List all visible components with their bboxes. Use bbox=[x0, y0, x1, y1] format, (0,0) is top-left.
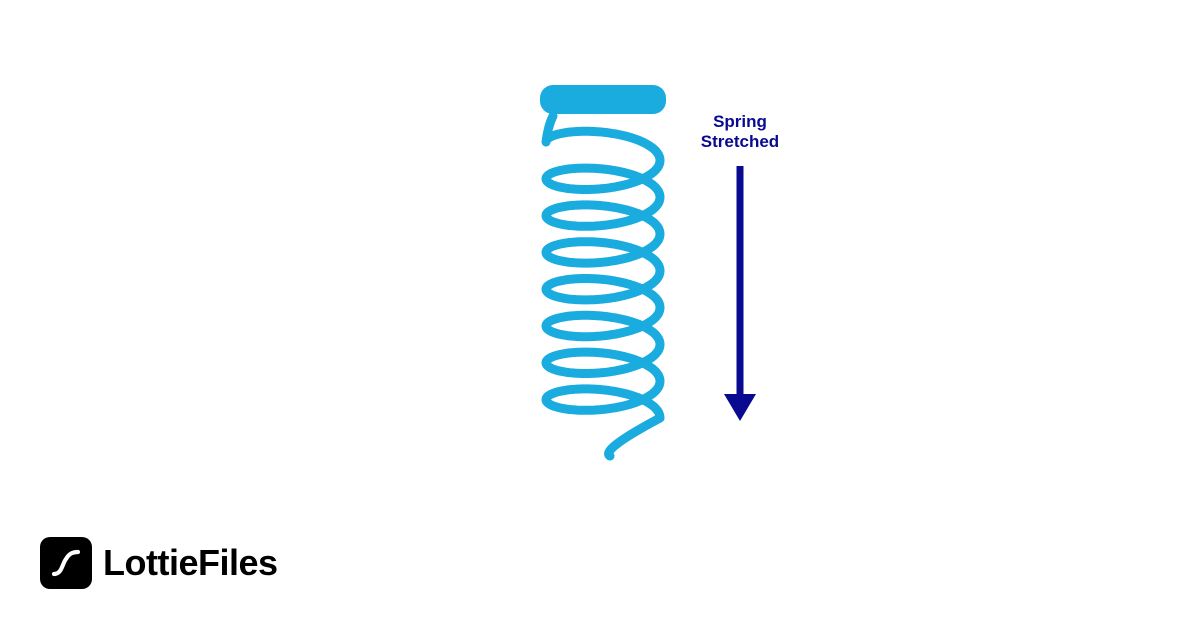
brand-name: LottieFiles bbox=[103, 542, 278, 583]
stretch-arrow-head bbox=[724, 394, 756, 421]
lottiefiles-logo: LottieFiles bbox=[40, 537, 278, 589]
lottiefiles-logo-icon bbox=[40, 537, 92, 589]
label-line-1: Spring bbox=[713, 112, 767, 131]
spring-coil bbox=[541, 111, 665, 461]
spring-top-plate bbox=[540, 85, 666, 114]
spring-stretched-label: Spring Stretched bbox=[680, 112, 800, 152]
label-line-2: Stretched bbox=[700, 132, 780, 151]
